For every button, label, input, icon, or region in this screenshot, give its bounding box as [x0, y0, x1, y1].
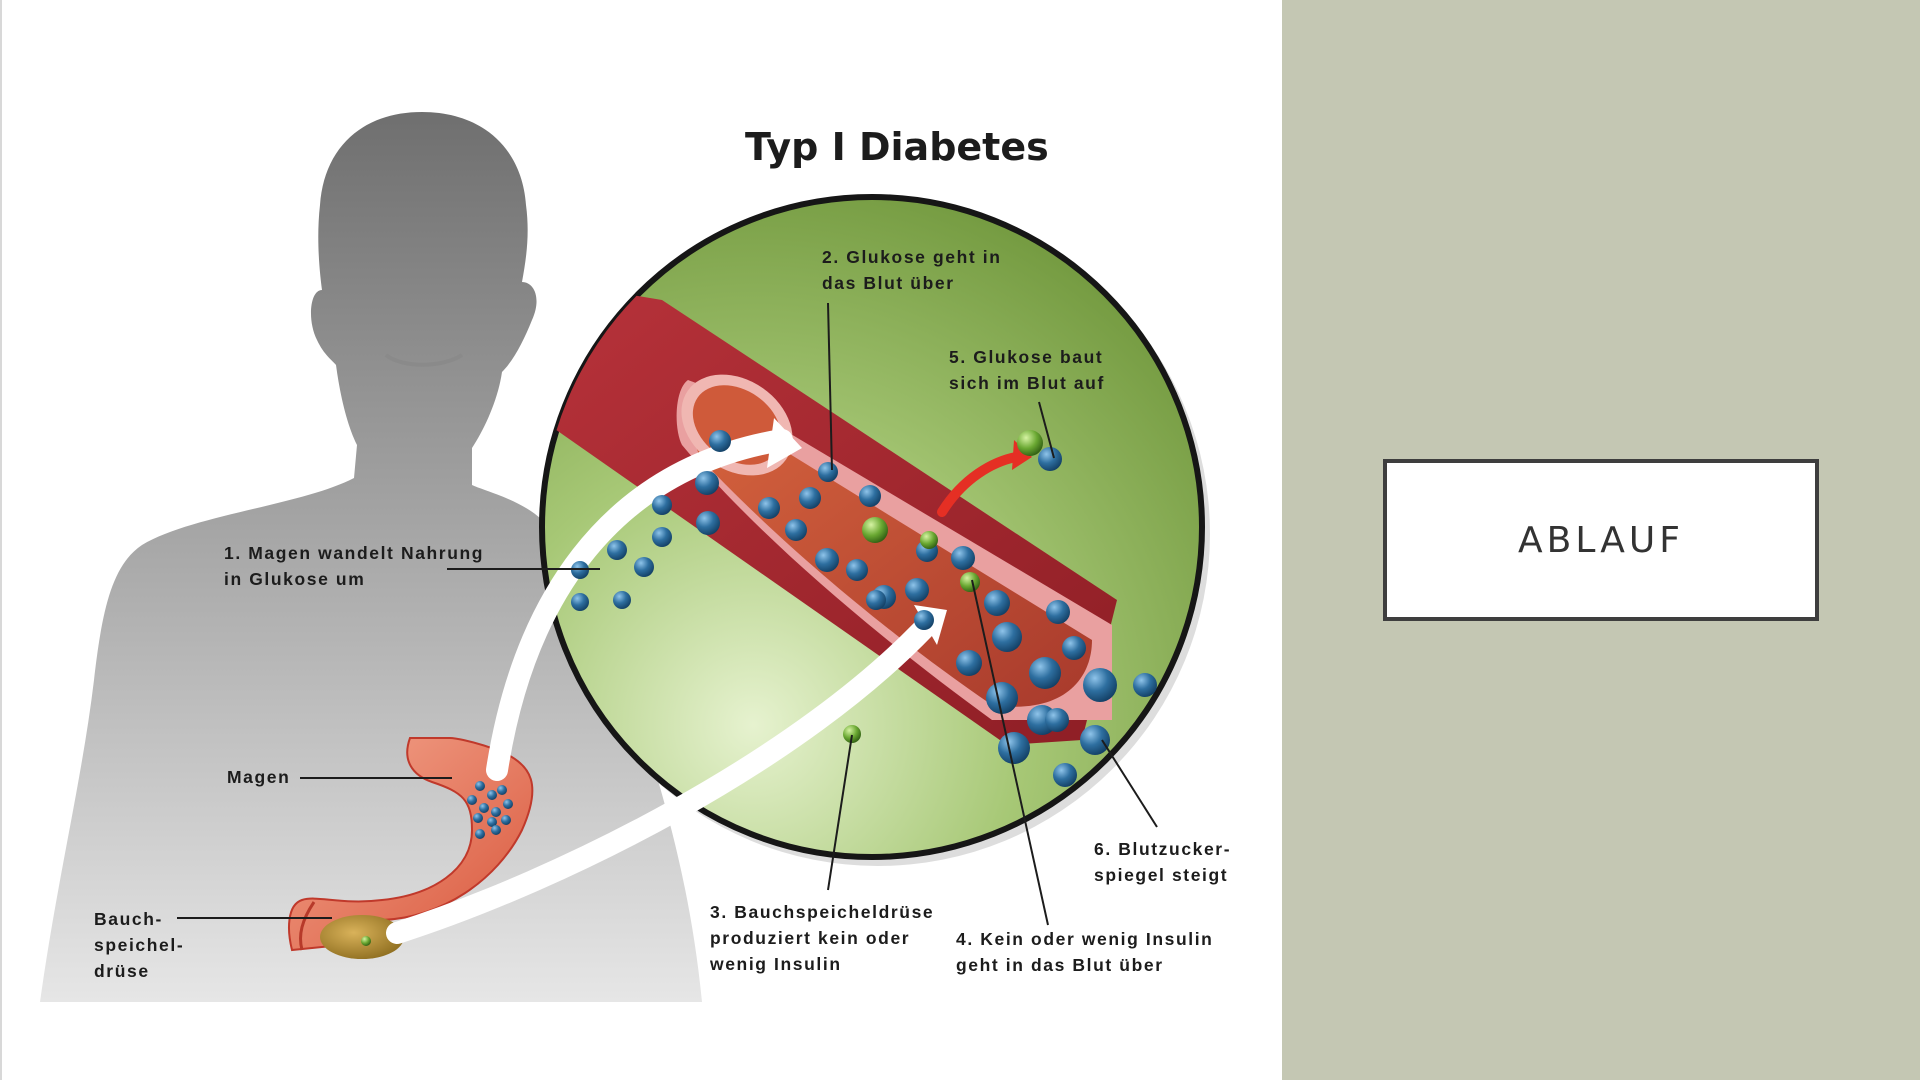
insulin-molecule: [843, 725, 861, 743]
glucose-molecule: [1038, 447, 1062, 471]
illustration-panel: Typ I Diabetes 1. Magen wandelt Nahrung …: [0, 0, 1238, 1080]
glucose-molecule: [571, 593, 589, 611]
glucose-molecule: [652, 495, 672, 515]
glucose-molecule: [501, 815, 511, 825]
glucose-molecule: [487, 817, 497, 827]
glucose-molecule: [487, 790, 497, 800]
glucose-molecule: [613, 591, 631, 609]
glucose-molecule: [1045, 708, 1069, 732]
glucose-molecule: [846, 559, 868, 581]
glucose-molecule: [497, 785, 507, 795]
glucose-molecule: [475, 829, 485, 839]
glucose-molecule: [503, 799, 513, 809]
glucose-molecule: [984, 590, 1010, 616]
glucose-molecule: [1062, 636, 1086, 660]
section-title: ABLAUF: [1518, 519, 1684, 561]
glucose-molecule: [992, 622, 1022, 652]
glucose-molecule: [758, 497, 780, 519]
label-step-5: 5. Glukose baut sich im Blut auf: [949, 347, 1110, 393]
pancreas-illustration: [320, 915, 404, 959]
glucose-molecule: [634, 557, 654, 577]
glucose-molecule: [785, 519, 807, 541]
glucose-molecule: [1080, 725, 1110, 755]
diagram-title: Typ I Diabetes: [745, 125, 1049, 169]
glucose-molecule: [607, 540, 627, 560]
glucose-molecule: [695, 471, 719, 495]
section-title-box: ABLAUF: [1383, 459, 1819, 621]
glucose-molecule: [491, 825, 501, 835]
glucose-molecule: [815, 548, 839, 572]
insulin-molecule: [960, 572, 980, 592]
glucose-molecule: [1083, 668, 1117, 702]
glucose-molecule: [479, 803, 489, 813]
label-pancreas: Bauch- speichel- drüse: [94, 909, 191, 981]
label-step-3: 3. Bauchspeicheldrüse produziert kein od…: [709, 902, 941, 974]
label-step-4: 4. Kein oder wenig Insulin geht in das B…: [956, 929, 1220, 975]
glucose-molecule: [818, 462, 838, 482]
insulin-molecule: [1017, 430, 1043, 456]
glucose-molecule: [467, 795, 477, 805]
stomach-illustration: [288, 737, 534, 952]
glucose-molecule: [914, 610, 934, 630]
label-step-1: 1. Magen wandelt Nahrung in Glukose um: [224, 543, 491, 589]
leader-lines: [177, 302, 1158, 926]
glucose-molecule: [696, 511, 720, 535]
label-step-2: 2. Glukose geht in das Blut über: [822, 247, 1008, 293]
molecules-group: [361, 430, 1157, 946]
flow-arrows: [386, 418, 1032, 944]
glucose-molecule: [491, 807, 501, 817]
glucose-molecule: [1029, 657, 1061, 689]
glucose-molecule: [709, 430, 731, 452]
glucose-molecule: [951, 546, 975, 570]
label-stomach: Magen: [227, 767, 290, 787]
glucose-molecule: [859, 485, 881, 507]
glucose-molecule: [473, 813, 483, 823]
human-silhouette: [40, 112, 702, 1002]
glucose-molecule: [998, 732, 1030, 764]
label-step-6: 6. Blutzucker- spiegel steigt: [1094, 839, 1238, 885]
glucose-molecule: [1053, 763, 1077, 787]
arrow-head-icon: [1012, 440, 1032, 470]
type1-diabetes-diagram: Typ I Diabetes 1. Magen wandelt Nahrung …: [40, 112, 1238, 1002]
insulin-molecule: [862, 517, 888, 543]
glucose-molecule: [905, 578, 929, 602]
insulin-molecule: [920, 531, 938, 549]
insulin-molecule: [361, 936, 371, 946]
glucose-molecule: [475, 781, 485, 791]
arrow-head-icon: [767, 418, 802, 468]
glucose-molecule: [1046, 600, 1070, 624]
glucose-molecule: [799, 487, 821, 509]
glucose-molecule: [866, 590, 886, 610]
glucose-molecule: [986, 682, 1018, 714]
glucose-molecule: [956, 650, 982, 676]
glucose-molecule: [1133, 673, 1157, 697]
glucose-molecule: [652, 527, 672, 547]
